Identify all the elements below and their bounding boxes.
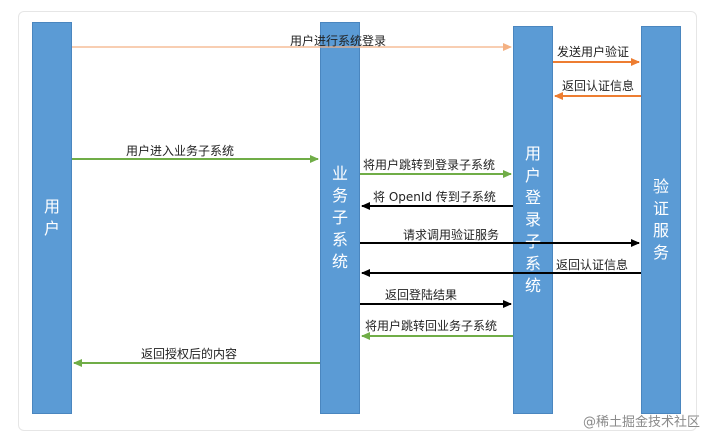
lane-auth-label: 验证服务 xyxy=(652,177,669,262)
lane-user-label: 用户 xyxy=(43,197,60,238)
label-m1: 用户进行系统登录 xyxy=(290,34,387,48)
label-m11: 返回授权后的内容 xyxy=(141,347,238,361)
label-m6: 将 OpenId 传到子系统 xyxy=(373,190,496,204)
label-m5: 将用户跳转到登录子系统 xyxy=(363,158,496,172)
label-m7: 请求调用验证服务 xyxy=(403,228,500,242)
lane-business-label: 业务子系统 xyxy=(331,164,348,271)
lane-login: 用户登录子系统 xyxy=(513,26,553,414)
label-m2: 发送用户验证 xyxy=(557,45,630,59)
label-m9: 返回登陆结果 xyxy=(385,288,458,302)
label-m10: 将用户跳转回业务子系统 xyxy=(365,319,498,333)
lane-business: 业务子系统 xyxy=(320,22,360,414)
watermark: @稀土掘金技术社区 xyxy=(582,415,700,430)
lane-auth: 验证服务 xyxy=(641,26,681,414)
diagram-frame xyxy=(18,11,697,431)
label-m4: 用户进入业务子系统 xyxy=(126,144,235,158)
lane-login-label: 用户登录子系统 xyxy=(524,144,541,295)
label-m3: 返回认证信息 xyxy=(562,79,635,93)
lane-user: 用户 xyxy=(32,22,72,414)
label-m8: 返回认证信息 xyxy=(556,258,629,272)
